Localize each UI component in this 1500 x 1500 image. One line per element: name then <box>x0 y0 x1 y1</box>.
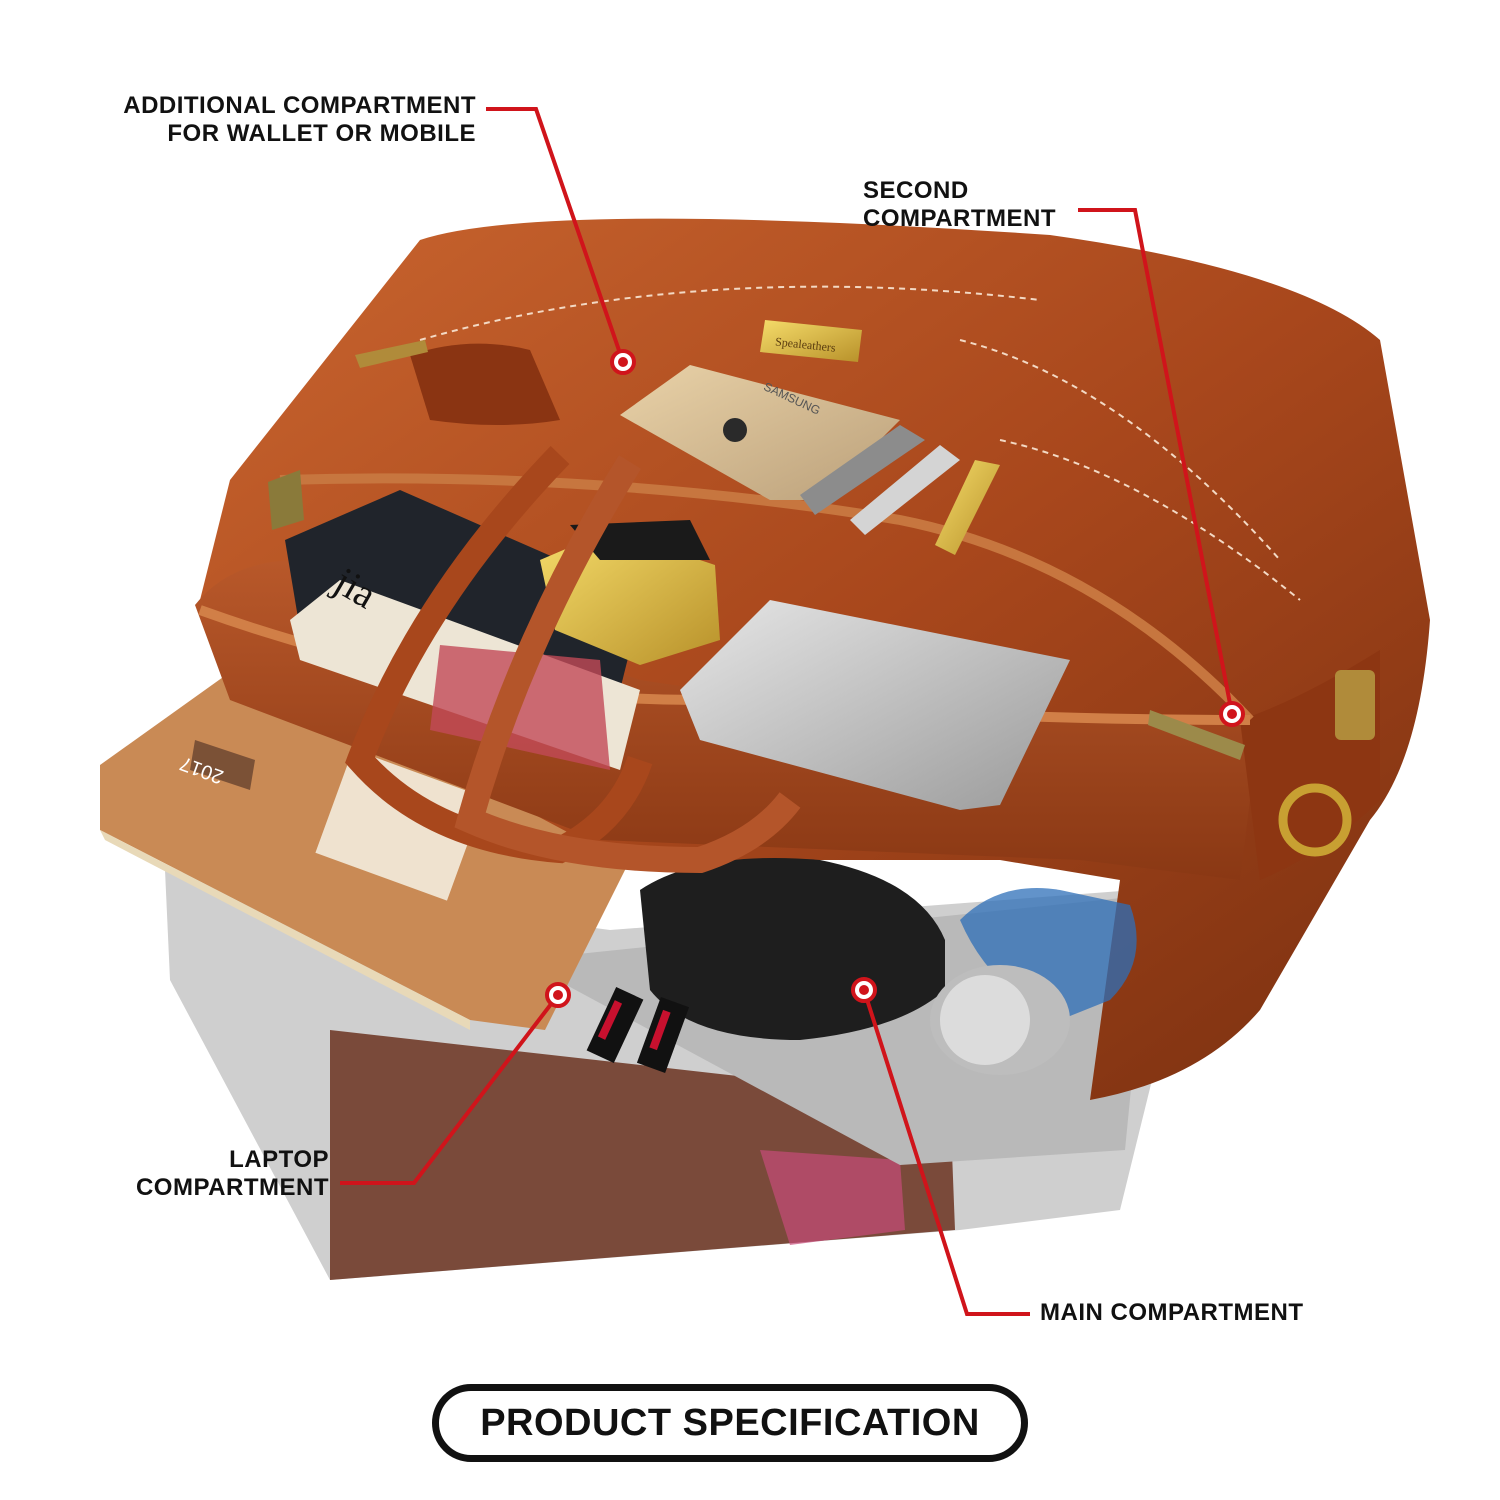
strap-ring <box>1278 670 1375 857</box>
callout-line-additional <box>486 107 625 363</box>
callout-markers <box>545 349 1245 1008</box>
callout-line-laptop <box>340 993 560 1185</box>
bottle-image <box>930 888 1137 1075</box>
callout-main-line1: MAIN COMPARTMENT <box>1040 1299 1304 1326</box>
callout-main-compartment: MAIN COMPARTMENT <box>1040 1299 1304 1327</box>
callout-laptop-compartment: LAPTOP COMPARTMENT <box>136 1146 329 1202</box>
callout-second-line2: COMPARTMENT <box>863 205 1057 232</box>
tablet-image <box>680 600 1070 810</box>
diary-image: 2017 <box>100 640 640 1030</box>
callout-second-compartment: SECOND COMPARTMENT <box>863 177 1056 233</box>
callout-lines <box>340 107 1234 1316</box>
callout-laptop-line1: LAPTOP <box>229 1146 329 1173</box>
product-specification-label: PRODUCT SPECIFICATION <box>480 1401 980 1444</box>
product-specification-badge: PRODUCT SPECIFICATION <box>432 1384 1028 1462</box>
pens-image <box>800 425 1000 555</box>
callout-line-second <box>1078 208 1234 715</box>
brand-plate-text: Spealeathers <box>775 334 837 354</box>
bag-handles <box>345 445 801 874</box>
brand-plate: Spealeathers <box>760 320 862 362</box>
callout-additional-compartment: ADDITIONAL COMPARTMENT FOR WALLET OR MOB… <box>123 92 476 148</box>
callout-line-main <box>862 989 1030 1316</box>
callout-additional-line2: FOR WALLET OR MOBILE <box>167 120 476 147</box>
callout-laptop-line2: COMPARTMENT <box>135 1174 329 1201</box>
callout-additional-line1: ADDITIONAL COMPARTMENT <box>123 92 476 119</box>
callout-second-line1: SECOND <box>863 177 969 204</box>
